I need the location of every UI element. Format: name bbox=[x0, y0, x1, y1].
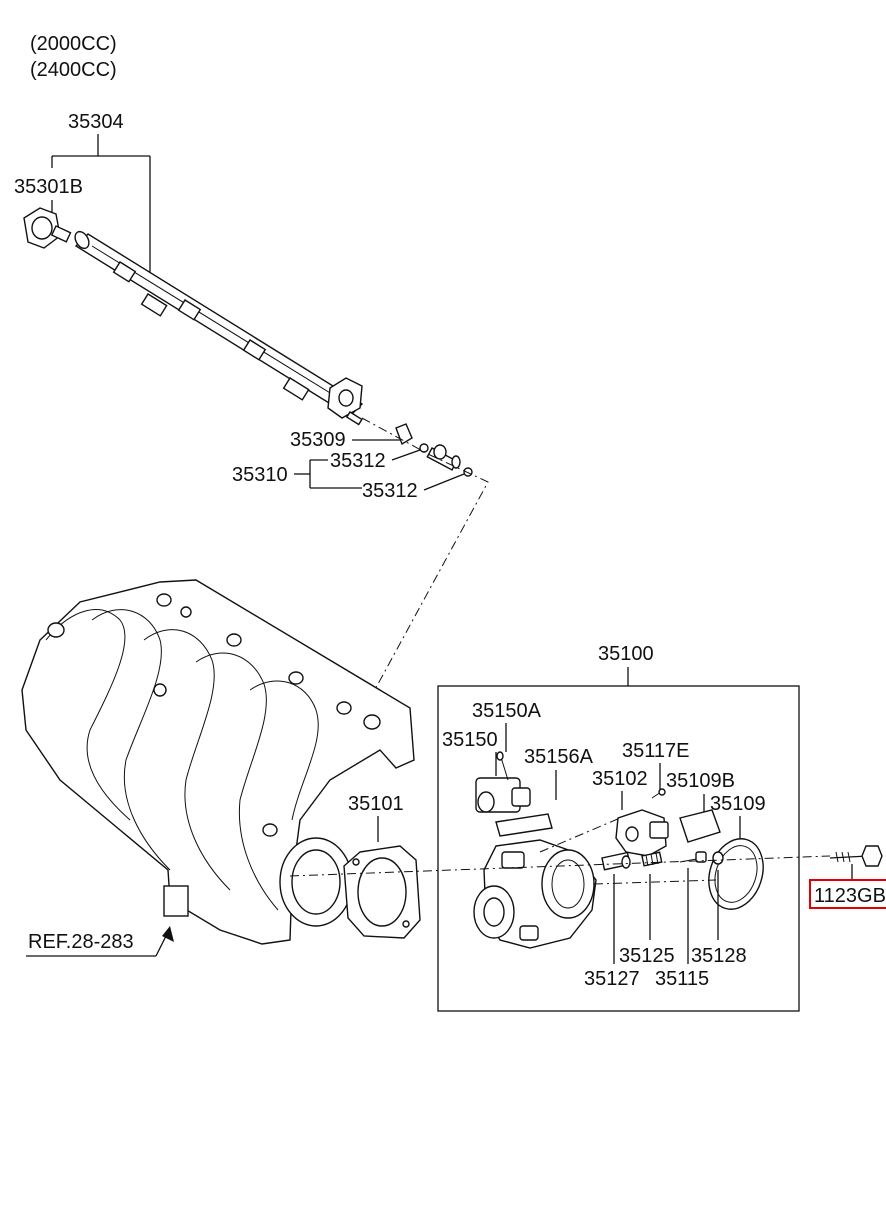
label-35109b[interactable]: 35109B bbox=[666, 770, 735, 792]
label-35127[interactable]: 35127 bbox=[584, 968, 640, 990]
label-35100[interactable]: 35100 bbox=[598, 643, 654, 665]
group-box-35100 bbox=[437, 685, 800, 1012]
label-35312-lower[interactable]: 35312 bbox=[362, 480, 418, 502]
cap-35109 bbox=[708, 838, 764, 910]
intake-manifold bbox=[21, 579, 415, 945]
gasket-35156a bbox=[495, 813, 553, 837]
assembly-line-main bbox=[289, 855, 831, 877]
label-35304[interactable]: 35304 bbox=[68, 111, 124, 133]
gasket-35101 bbox=[343, 845, 421, 939]
assembly-line-tps bbox=[539, 817, 621, 853]
label-35101[interactable]: 35101 bbox=[348, 793, 404, 815]
washer-35128 bbox=[712, 851, 724, 865]
label-35150a[interactable]: 35150A bbox=[472, 700, 542, 722]
fuel-rail-plug bbox=[23, 207, 72, 249]
label-35150[interactable]: 35150 bbox=[442, 729, 498, 751]
label-ref-28-283[interactable]: REF.28-283 bbox=[28, 931, 134, 953]
label-35312-upper[interactable]: 35312 bbox=[330, 450, 386, 472]
label-35309[interactable]: 35309 bbox=[290, 429, 346, 451]
label-35128[interactable]: 35128 bbox=[691, 945, 747, 967]
bush-35127 bbox=[601, 851, 631, 871]
variant-2400cc: (2400CC) bbox=[30, 59, 117, 81]
label-35301b[interactable]: 35301B bbox=[14, 176, 83, 198]
throttle-body bbox=[473, 839, 597, 949]
leader-35312-upper bbox=[391, 449, 421, 461]
label-35125[interactable]: 35125 bbox=[619, 945, 675, 967]
tps-sensor-35102 bbox=[615, 788, 669, 857]
idle-actuator-35150 bbox=[475, 751, 531, 813]
oring-lower bbox=[463, 467, 473, 477]
connector-35109b bbox=[679, 809, 721, 843]
label-35102[interactable]: 35102 bbox=[592, 768, 648, 790]
assembly-line-rail bbox=[361, 417, 489, 707]
leader-35312-lower bbox=[423, 473, 465, 491]
highlight-box-1123gb bbox=[809, 879, 886, 909]
bolt-1123gb bbox=[829, 845, 883, 867]
assembly-line-cap bbox=[593, 879, 717, 885]
fuel-rail bbox=[74, 230, 364, 426]
leader-35304 bbox=[51, 134, 151, 272]
oring-upper bbox=[419, 443, 429, 453]
label-35115[interactable]: 35115 bbox=[655, 968, 709, 990]
clip-35309 bbox=[395, 423, 413, 446]
leader-ref bbox=[26, 926, 174, 957]
label-35156a[interactable]: 35156A bbox=[524, 746, 594, 768]
label-1123gb[interactable]: 1123GB bbox=[814, 885, 886, 907]
label-35117e[interactable]: 35117E bbox=[622, 740, 689, 762]
variant-2000cc: (2000CC) bbox=[30, 33, 117, 55]
fuel-connector-35310 bbox=[426, 444, 461, 471]
leader-35310 bbox=[294, 459, 362, 489]
label-35310[interactable]: 35310 bbox=[232, 464, 288, 486]
label-35109[interactable]: 35109 bbox=[710, 793, 766, 815]
